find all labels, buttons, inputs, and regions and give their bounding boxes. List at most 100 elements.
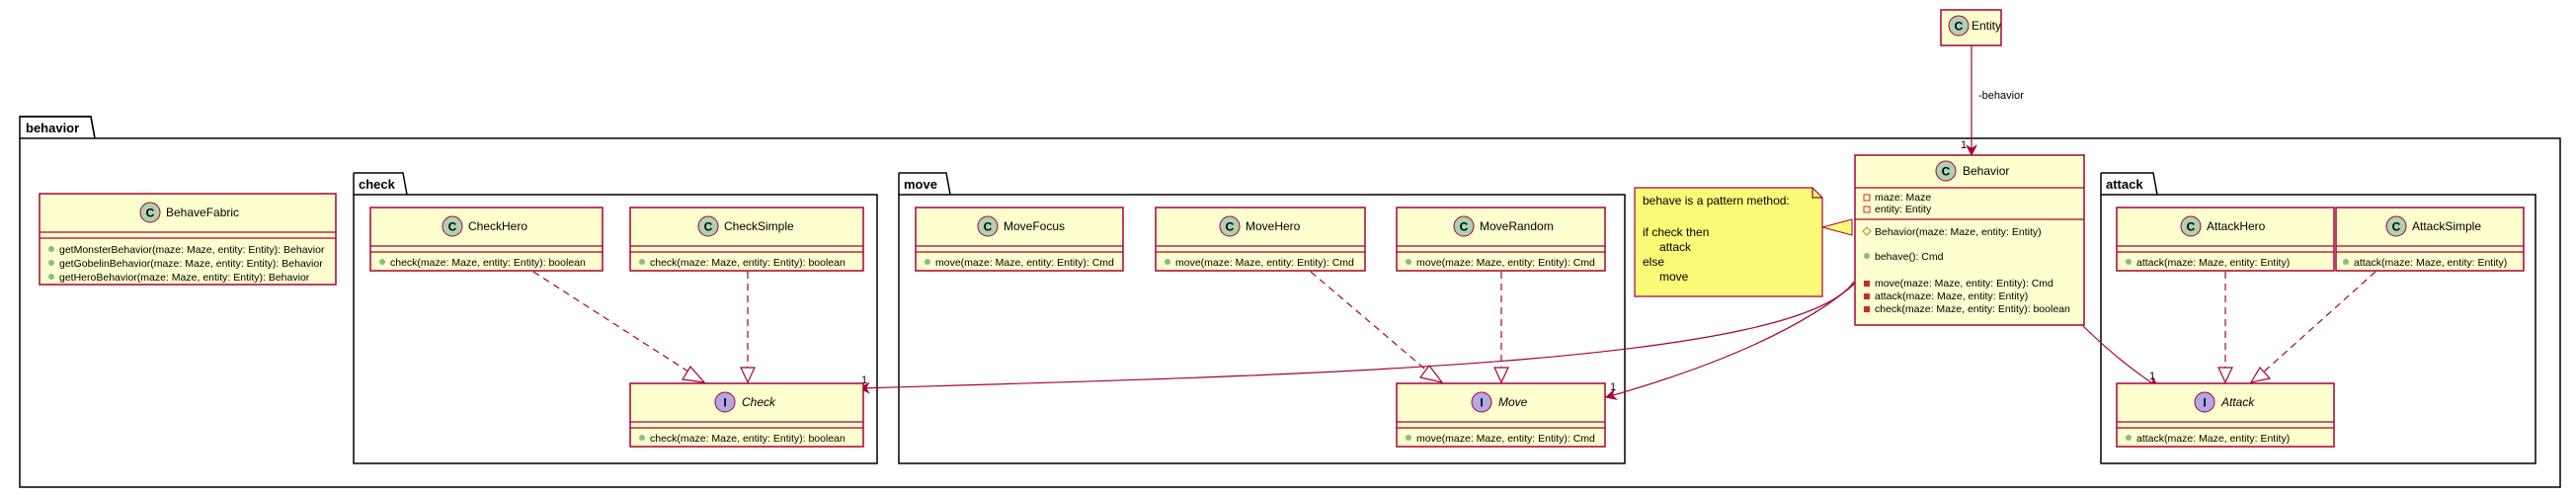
note-line: else <box>1643 255 1664 269</box>
package-behavior-label: behavior <box>26 121 79 135</box>
class-stereotype-glyph: C <box>984 220 993 234</box>
public-method-icon <box>925 259 930 265</box>
realization-movehero-move <box>1310 271 1444 383</box>
class-movehero-name: MoveHero <box>1246 219 1301 233</box>
method: attack(maze: Maze, entity: Entity) <box>2136 257 2290 269</box>
method: move(maze: Maze, entity: Entity): Cmd <box>1875 278 2053 290</box>
class-stereotype-glyph: C <box>2187 220 2196 234</box>
public-method-icon <box>1864 253 1870 259</box>
public-method-icon <box>48 274 54 280</box>
realization-checksimple-check <box>740 272 756 384</box>
note-line: if check then <box>1643 225 1709 239</box>
public-method-icon <box>1406 435 1411 441</box>
package-behavior: behavior <box>19 116 2561 488</box>
method: move(maze: Maze, entity: Entity): Cmd <box>1175 257 1354 269</box>
class-movefocus-name: MoveFocus <box>1004 219 1065 233</box>
private-method-icon <box>1864 281 1870 287</box>
class-moverandom-name: MoveRandom <box>1480 219 1554 233</box>
public-method-icon <box>639 259 645 265</box>
class-circle-icon <box>442 215 463 237</box>
interface-circle-icon <box>714 391 736 413</box>
association-behavior-move <box>1604 281 1858 400</box>
public-method-icon <box>1165 259 1170 265</box>
class-stereotype-glyph: C <box>704 220 713 234</box>
private-method-icon <box>1864 306 1870 312</box>
method: attack(maze: Maze, entity: Entity) <box>2136 433 2290 445</box>
method: getMonsterBehavior(maze: Maze, entity: E… <box>59 244 325 256</box>
multiplicity-check: 1 <box>861 374 867 386</box>
package-check: check <box>353 172 878 464</box>
class-stereotype-glyph: C <box>1942 165 1951 179</box>
interface-circle-icon <box>2194 391 2215 413</box>
class-entity-name: Entity <box>1972 19 2001 33</box>
private-method-icon <box>1864 293 1870 299</box>
public-method-icon <box>48 260 54 266</box>
method: move(maze: Maze, entity: Entity): Cmd <box>1416 257 1595 269</box>
package-check-label: check <box>359 177 396 192</box>
method: move(maze: Maze, entity: Entity): Cmd <box>1416 433 1595 445</box>
note-pattern-method: behave is a pattern method: if check the… <box>1634 187 1823 297</box>
method: getHeroBehavior(maze: Maze, entity: Enti… <box>59 272 310 284</box>
field: entity: Entity <box>1875 204 1932 215</box>
realization-moverandom-move <box>1493 272 1509 384</box>
class-stereotype-glyph: C <box>2392 220 2401 234</box>
class-circle-icon <box>697 215 719 237</box>
method: move(maze: Maze, entity: Entity): Cmd <box>935 257 1114 269</box>
class-entity[interactable]: C Entity <box>1940 9 2002 46</box>
class-circle-icon <box>1948 15 1970 37</box>
interface-stereotype-glyph: I <box>723 396 726 410</box>
private-field-icon <box>1863 194 1871 202</box>
public-method-icon <box>379 259 385 265</box>
class-stereotype-glyph: C <box>146 207 155 220</box>
class-attackhero[interactable]: C AttackHero attack(maze: Maze, entity: … <box>2116 207 2335 272</box>
association-behavior-attack <box>2082 325 2159 388</box>
class-circle-icon <box>2385 215 2407 237</box>
method: behave(): Cmd <box>1875 251 1944 263</box>
class-movefocus[interactable]: C MoveFocus move(maze: Maze, entity: Ent… <box>915 207 1124 272</box>
class-stereotype-glyph: C <box>1955 20 1964 34</box>
method: check(maze: Maze, entity: Entity): boole… <box>650 257 845 269</box>
class-movehero[interactable]: C MoveHero move(maze: Maze, entity: Enti… <box>1155 207 1366 272</box>
class-behavior[interactable]: C Behavior maze: Maze entity: Entity Beh… <box>1854 154 2085 326</box>
package-move-label: move <box>904 177 937 192</box>
interface-move[interactable]: I Move move(maze: Maze, entity: Entity):… <box>1396 382 1606 448</box>
association-label-behavior: -behavior <box>1978 90 2024 102</box>
public-method-icon <box>48 246 54 252</box>
multiplicity-behavior: 1 <box>1961 139 1967 151</box>
class-attacksimple-name: AttackSimple <box>2412 219 2481 233</box>
class-moverandom[interactable]: C MoveRandom move(maze: Maze, entity: En… <box>1396 207 1606 272</box>
package-move: move <box>898 172 1626 464</box>
class-circle-icon <box>139 202 161 223</box>
realization-checkhero-check <box>532 271 706 383</box>
interface-move-name: Move <box>1498 395 1528 409</box>
method: check(maze: Maze, entity: Entity): boole… <box>1875 303 2070 315</box>
public-method-icon <box>639 435 645 441</box>
note-line: attack <box>1659 240 1692 254</box>
interface-check[interactable]: I Check check(maze: Maze, entity: Entity… <box>629 382 864 448</box>
interface-check-name: Check <box>742 395 776 409</box>
method-list: getMonsterBehavior(maze: Maze, entity: E… <box>48 244 325 284</box>
multiplicity-move: 1 <box>1610 381 1616 393</box>
interface-circle-icon <box>1471 391 1492 413</box>
method: check(maze: Maze, entity: Entity): boole… <box>650 433 845 445</box>
note-line: behave is a pattern method: <box>1643 194 1790 207</box>
protected-constructor-icon <box>1862 226 1872 236</box>
class-checksimple-name: CheckSimple <box>724 219 794 233</box>
method: check(maze: Maze, entity: Entity): boole… <box>390 257 586 269</box>
class-checksimple[interactable]: C CheckSimple check(maze: Maze, entity: … <box>629 207 864 272</box>
interface-stereotype-glyph: I <box>1480 396 1483 410</box>
class-checkhero[interactable]: C CheckHero check(maze: Maze, entity: En… <box>369 207 604 272</box>
association-behavior-check <box>857 281 1855 394</box>
class-behavefabric[interactable]: C BehaveFabric getMonsterBehavior(maze: … <box>39 193 337 286</box>
interface-attack[interactable]: I Attack attack(maze: Maze, entity: Enti… <box>2116 382 2335 448</box>
relationships: -behavior 1 1 1 1 <box>532 44 2376 400</box>
class-attacksimple[interactable]: C AttackSimple attack(maze: Maze, entity… <box>2335 207 2525 272</box>
class-stereotype-glyph: C <box>1226 220 1235 234</box>
interface-attack-name: Attack <box>2220 395 2255 409</box>
class-stereotype-glyph: C <box>1460 220 1469 234</box>
class-circle-icon <box>977 215 999 237</box>
package-attack-label: attack <box>2106 177 2143 192</box>
realization-attacksimple-attack <box>2249 271 2376 383</box>
public-method-icon <box>2126 435 2132 441</box>
